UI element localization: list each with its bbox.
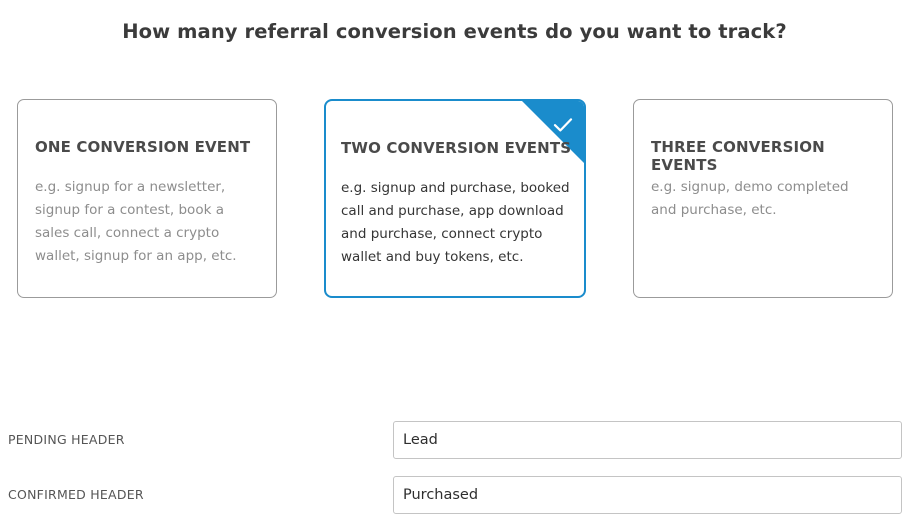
option-card-title: THREE CONVERSION EVENTS — [651, 138, 825, 174]
option-card-description: e.g. signup for a newsletter, signup for… — [35, 179, 237, 264]
conversion-event-options: ONE CONVERSION EVENT e.g. signup for a n… — [0, 99, 909, 299]
option-card-description: e.g. signup, demo completed and purchase… — [651, 179, 849, 218]
confirmed-header-row: CONFIRMED HEADER — [0, 476, 909, 514]
option-card-two-conversion-events[interactable]: TWO CONVERSION EVENTS e.g. signup and pu… — [324, 99, 586, 298]
option-card-three-conversion-events[interactable]: THREE CONVERSION EVENTS e.g. signup, dem… — [633, 99, 893, 298]
option-card-description: e.g. signup and purchase, booked call an… — [341, 180, 570, 265]
check-icon — [553, 118, 573, 132]
pending-header-input[interactable] — [393, 421, 902, 459]
pending-header-label: PENDING HEADER — [8, 432, 125, 447]
option-card-title: TWO CONVERSION EVENTS — [341, 139, 572, 157]
page-title: How many referral conversion events do y… — [122, 20, 787, 43]
option-card-title: ONE CONVERSION EVENT — [35, 138, 251, 156]
pending-header-row: PENDING HEADER — [0, 421, 909, 459]
confirmed-header-label: CONFIRMED HEADER — [8, 487, 144, 502]
option-card-one-conversion-event[interactable]: ONE CONVERSION EVENT e.g. signup for a n… — [17, 99, 277, 298]
confirmed-header-input[interactable] — [393, 476, 902, 514]
